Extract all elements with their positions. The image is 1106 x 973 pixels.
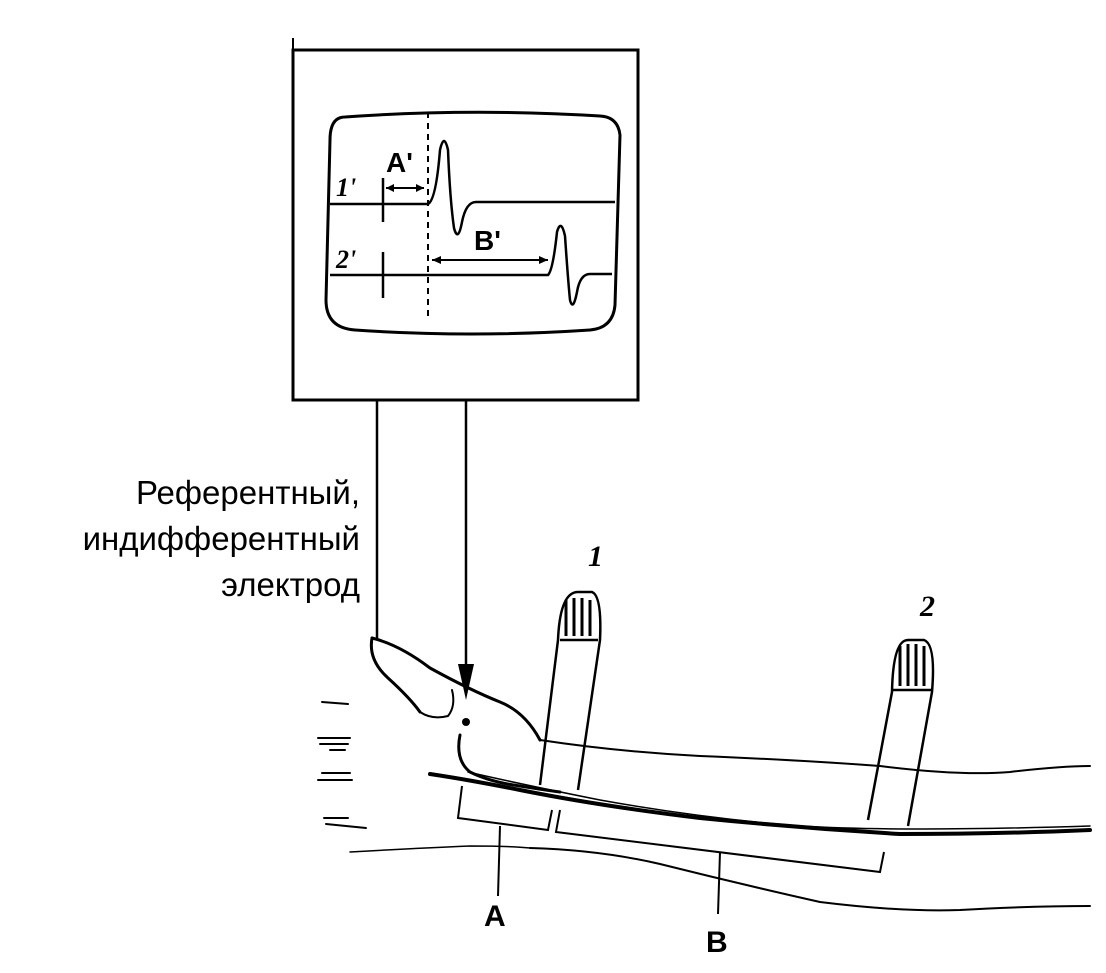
segment-b-label: B [706,926,728,959]
hand-and-arm [317,636,1092,912]
segment-b-pointer [717,851,721,915]
recording-electrode-dot [462,718,470,726]
caption-line: электрод [221,566,360,603]
electrode-1-grip [564,598,592,636]
finger-stroke [317,737,351,751]
thumb-top-outline [370,636,542,742]
trace-1-label: 1' [336,173,356,202]
recording-electrode-arrowhead [458,664,474,700]
thumb-outline [369,636,422,714]
forearm-top-outline [539,739,1091,775]
palm-lower-outline [349,845,531,853]
segment-a-pointer [497,825,501,897]
segment-a-bracket [456,785,553,832]
screen-traces [330,112,615,318]
caption-line: индифферентный [82,520,360,557]
segment-b-bracket [554,809,885,874]
oscilloscope-frame [291,48,640,402]
thumb-web [419,689,455,719]
trace-1-waveform [330,139,615,236]
interval-a-arrowheads [386,184,424,192]
trace-2-label: 2' [335,245,356,274]
electrode-2-label: 2 [919,590,935,623]
finger-stroke [317,772,353,781]
median-nerve [428,772,1092,837]
finger-stroke [321,701,349,705]
oscilloscope-screen [324,110,622,336]
interval-a-label: A' [386,147,413,178]
thenar-outline [457,733,562,794]
electrode-2-body [866,638,935,827]
median-nerve-edge [467,771,1091,830]
electrode-leads [375,400,474,700]
electrode-1-body [538,590,602,791]
finger-stroke [323,817,367,829]
forearm-bottom-outline [529,847,1091,912]
electrode-1-label: 1 [588,540,603,573]
stimulating-electrode-2 [866,638,935,827]
interval-b-label: B' [474,225,501,256]
stimulating-electrode-1 [538,590,602,791]
segment-a-label: A [484,900,506,933]
caption-line: Референтный, [135,474,360,511]
trace-2-waveform [330,224,612,306]
reference-electrode-caption: Референтный, индифферентный электрод [83,470,360,608]
segment-brackets [456,785,885,915]
oscilloscope [291,38,640,402]
electrode-2-grip [898,644,926,686]
